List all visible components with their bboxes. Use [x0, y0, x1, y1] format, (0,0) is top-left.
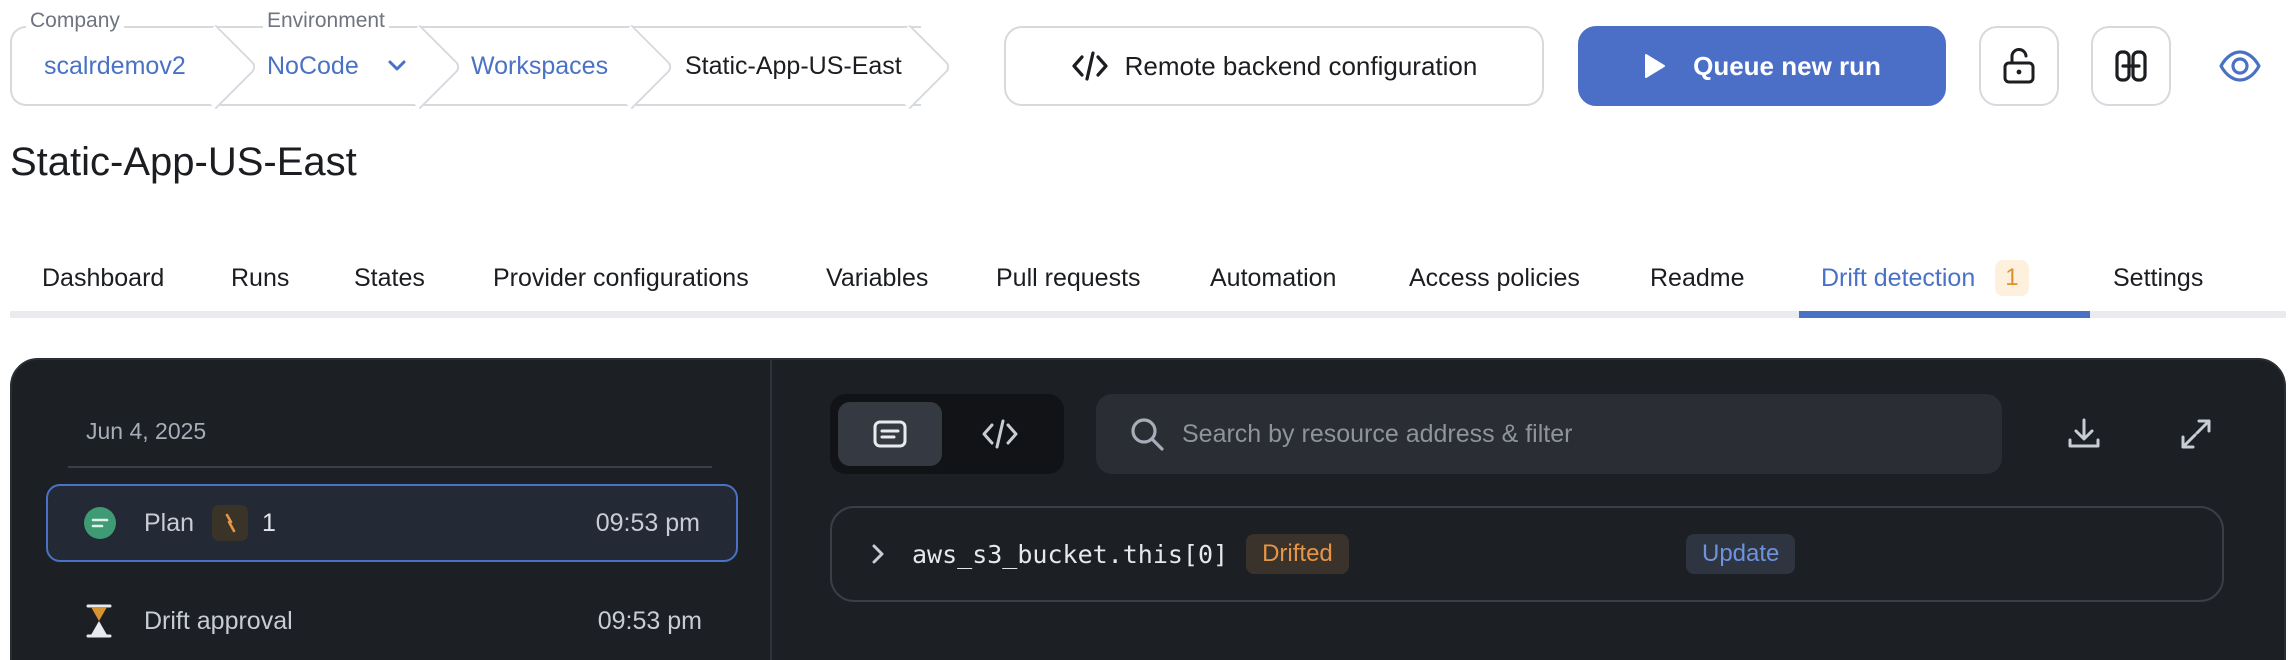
workspaces-link[interactable]: Workspaces	[471, 51, 609, 80]
drift-panel: Jun 4, 2025 Plan 1 09:53 pm Drift approv…	[10, 358, 2286, 660]
list-view-icon	[873, 420, 907, 448]
company-link[interactable]: scalrdemov2	[44, 51, 186, 80]
breadcrumb-workspace: Static-App-US-East	[643, 26, 921, 106]
unlock-icon	[2003, 48, 2035, 84]
tab-drift-detection[interactable]: Drift detection 1	[1821, 238, 2029, 318]
remote-backend-label: Remote backend configuration	[1124, 50, 1478, 81]
download-button[interactable]	[2054, 404, 2114, 464]
drift-approval-label: Drift approval	[144, 606, 293, 635]
workspace-name: Static-App-US-East	[685, 51, 902, 80]
search-icon	[1131, 418, 1164, 451]
eye-icon[interactable]	[2218, 46, 2262, 86]
tab-variables[interactable]: Variables	[826, 263, 929, 292]
link-icon	[2115, 50, 2147, 82]
company-caption: Company	[26, 9, 124, 33]
tab-readme[interactable]: Readme	[1650, 263, 1745, 292]
tab-bar: Dashboard Runs States Provider configura…	[10, 238, 2286, 318]
search-input[interactable]	[1182, 419, 1962, 449]
queue-run-button[interactable]: Queue new run	[1578, 26, 1946, 106]
resource-address: aws_s3_bucket.this[0]	[912, 539, 1229, 569]
remote-backend-button[interactable]: Remote backend configuration	[1004, 26, 1544, 106]
hourglass-icon	[86, 604, 112, 638]
link-button[interactable]	[2091, 26, 2171, 106]
play-icon	[1645, 54, 1666, 78]
queue-run-label: Queue new run	[1693, 50, 1881, 81]
page-title: Static-App-US-East	[10, 140, 357, 184]
drifted-badge: Drifted	[1246, 534, 1349, 574]
code-view-button[interactable]	[948, 402, 1052, 466]
tab-pull-requests[interactable]: Pull requests	[996, 263, 1141, 292]
timeline-step-plan[interactable]: Plan 1 09:53 pm	[46, 484, 738, 562]
lock-button[interactable]	[1979, 26, 2059, 106]
breadcrumb-workspaces[interactable]: Workspaces	[431, 26, 643, 106]
plan-time: 09:53 pm	[595, 508, 700, 537]
expand-icon	[2181, 419, 2211, 449]
breadcrumb: Company scalrdemov2 Environment NoCode W…	[10, 9, 921, 106]
resource-search[interactable]	[1096, 394, 2002, 474]
download-icon	[2068, 418, 2100, 448]
list-view-button[interactable]	[838, 402, 942, 466]
chevron-right-icon[interactable]	[870, 542, 886, 566]
tab-provider-configurations[interactable]: Provider configurations	[493, 263, 749, 292]
code-icon	[1072, 51, 1108, 81]
tab-settings[interactable]: Settings	[2113, 263, 2204, 292]
breadcrumb-company[interactable]: Company scalrdemov2	[10, 9, 227, 106]
tab-automation[interactable]: Automation	[1210, 263, 1337, 292]
plan-label: Plan	[144, 508, 195, 537]
date-divider	[68, 466, 712, 468]
drift-count-badge: 1	[1995, 260, 2029, 296]
tab-runs[interactable]: Runs	[231, 263, 290, 292]
plan-change-count: 1	[262, 508, 276, 537]
drift-approval-time: 09:53 pm	[597, 606, 702, 635]
environment-caption: Environment	[263, 9, 389, 33]
chevron-down-icon[interactable]	[387, 59, 407, 73]
expand-button[interactable]	[2166, 404, 2226, 464]
tab-dashboard[interactable]: Dashboard	[42, 263, 165, 292]
tab-states[interactable]: States	[354, 263, 425, 292]
breadcrumb-environment[interactable]: Environment NoCode	[227, 9, 431, 106]
update-badge: Update	[1686, 534, 1796, 574]
plan-status-icon	[84, 507, 116, 539]
timeline-step-drift-approval[interactable]: Drift approval 09:53 pm	[46, 582, 738, 660]
change-icon	[212, 505, 249, 541]
environment-link[interactable]: NoCode	[267, 51, 359, 80]
timeline-date: Jun 4, 2025	[86, 418, 207, 444]
view-toggle	[830, 394, 1064, 474]
code-icon	[982, 419, 1018, 449]
resource-row[interactable]: aws_s3_bucket.this[0] Drifted Update	[830, 506, 2224, 602]
active-tab-indicator	[1799, 311, 2090, 318]
panel-divider	[770, 360, 772, 660]
tab-drift-detection-label: Drift detection	[1821, 263, 1976, 292]
tab-access-policies[interactable]: Access policies	[1409, 263, 1580, 292]
